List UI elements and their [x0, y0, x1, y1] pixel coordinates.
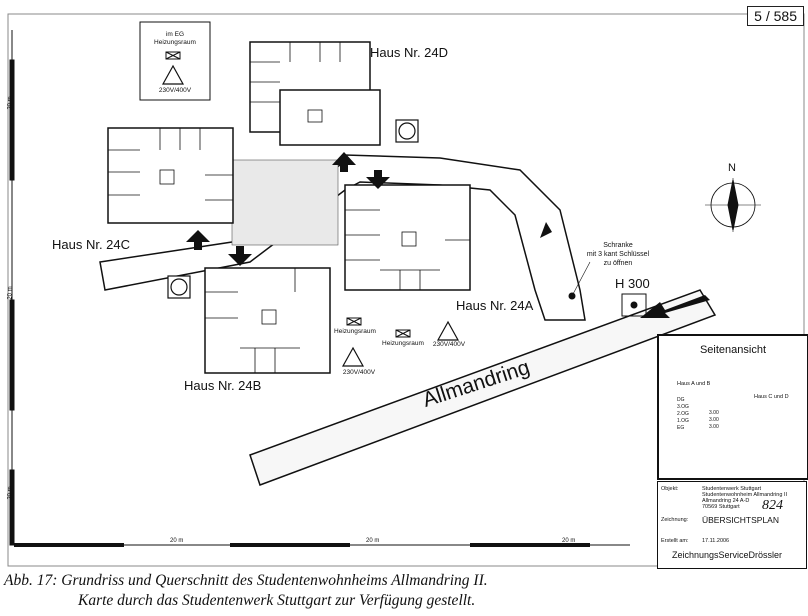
gate-note-line3: zu öffnen: [603, 260, 633, 267]
gate-note-line1: Schranke: [603, 242, 633, 249]
height-label: 3.00: [709, 410, 719, 416]
building-24d: [249, 41, 381, 146]
compass-icon: [705, 178, 761, 232]
floor-label: 1.OG: [677, 418, 689, 424]
handwritten-number: 824: [762, 498, 783, 513]
caption-line-1: Abb. 17: Grundriss und Querschnitt des S…: [4, 572, 488, 589]
house-24a-label: Haus Nr. 24A: [456, 298, 534, 313]
heating-room-label-a: Heizungsraum: [382, 340, 424, 347]
side-view-panel: Seitenansicht Haus A und B Haus C und D …: [657, 334, 808, 480]
created-date: 17.11.2006: [702, 538, 730, 544]
courtyard: [231, 159, 339, 246]
gate-note-line2: mit 3 kant Schlüssel: [586, 251, 650, 258]
page-number: 5 / 585: [747, 6, 804, 26]
legend-box: [139, 21, 211, 101]
north-label: N: [728, 162, 736, 174]
voltage-label-a: 230V/400V: [432, 341, 466, 348]
scale-label: 20 m: [366, 538, 380, 544]
street-allmandring: [249, 289, 717, 486]
object-line: Studentenwerk Stuttgart: [702, 486, 762, 492]
created-label: Erstellt am:: [661, 538, 689, 544]
title-block: Objekt: Studentenwerk Stuttgart Studente…: [657, 481, 807, 569]
floor-label: 2.OG: [677, 411, 689, 417]
scale-label-vertical: 20 m: [7, 96, 14, 110]
floor-label: DG: [677, 397, 685, 403]
legend-voltage: 230V/400V: [158, 87, 192, 94]
house-24c-label: Haus Nr. 24C: [52, 237, 131, 252]
voltage-label-b: 230V/400V: [342, 369, 376, 376]
object-line: 70569 Stuttgart: [702, 504, 740, 510]
floor-label: 3.OG: [677, 404, 689, 410]
floor-label: EG: [677, 425, 685, 431]
side-view-title: Seitenansicht: [699, 344, 767, 356]
scale-label: 20 m: [562, 538, 576, 544]
house-24d-label: Haus Nr. 24D: [370, 45, 449, 60]
height-label: 3.00: [709, 417, 719, 423]
vertical-scale-ruler: [9, 30, 15, 546]
drawing-title: ÜBERSICHTSPLAN: [702, 515, 779, 525]
entrance-arrows: [186, 152, 710, 318]
figure-caption: Abb. 17: Grundriss und Querschnitt des S…: [4, 571, 488, 611]
heating-room-label-b: Heizungsraum: [334, 328, 376, 335]
drawing-label: Zeichnung:: [661, 517, 689, 523]
house-24b-label: Haus Nr. 24B: [184, 378, 262, 393]
high-voltage-warning-icon: [161, 64, 460, 367]
legend-line1: im EG: [165, 31, 185, 38]
company-name: ZeichnungsServiceDrössler: [672, 550, 783, 560]
scale-label: 20 m: [170, 538, 184, 544]
meter-symbol: [167, 119, 419, 299]
building-24c: [107, 127, 234, 224]
scale-label-vertical: 20 m: [7, 486, 14, 500]
object-line: Studentenwohnheim Allmandring II: [702, 492, 787, 498]
gate-markers: [568, 261, 647, 317]
side-view-group-cd: Haus C und D: [754, 394, 789, 400]
hydrant-label: H 300: [615, 276, 650, 291]
building-24a: [344, 184, 471, 291]
object-line: Allmandring 24 A-D: [702, 498, 750, 504]
height-label: 3.00: [709, 424, 719, 430]
side-view-group-ab: Haus A und B: [677, 381, 711, 387]
heating-room-symbol: [165, 51, 411, 338]
caption-line-2: Karte durch das Studentenwerk Stuttgart …: [78, 592, 476, 609]
legend-line2: Heizungsraum: [154, 39, 196, 46]
scale-label-vertical: 20 m: [7, 286, 14, 300]
horizontal-scale-ruler: [14, 543, 630, 547]
object-label: Objekt:: [661, 486, 679, 492]
building-24b: [204, 267, 331, 374]
